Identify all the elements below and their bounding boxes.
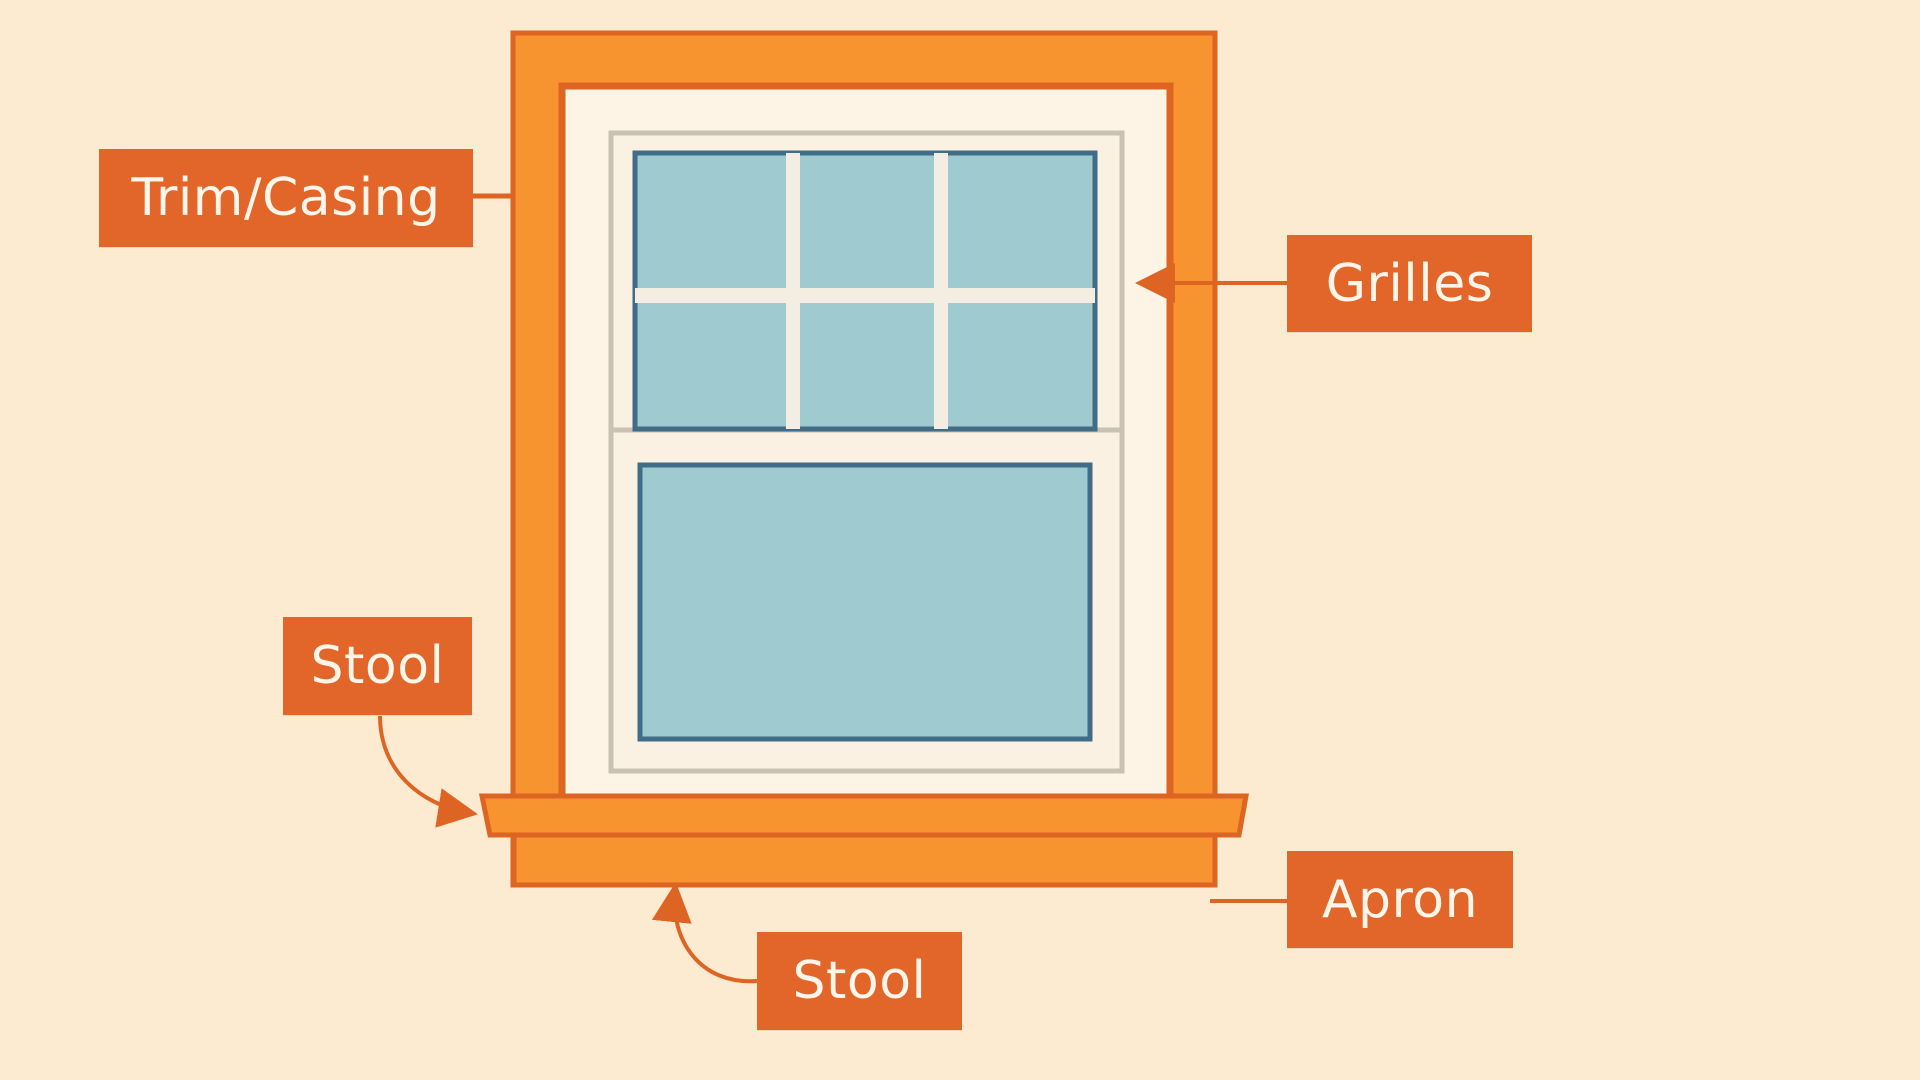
grilles-label: Grilles	[1287, 235, 1532, 332]
grilles	[635, 153, 1095, 429]
lower-glass-pane	[637, 462, 1093, 742]
stool-bottom-leader-arrow	[651, 882, 758, 984]
trim-casing-label: Trim/Casing	[99, 149, 473, 247]
apron-label: Apron	[1287, 851, 1513, 948]
stool-label-bottom: Stool	[757, 932, 962, 1030]
stool-shelf	[478, 793, 1249, 838]
apron-board	[511, 832, 1218, 888]
stool-label-left: Stool	[283, 617, 472, 715]
grille-horizontal	[635, 288, 1095, 303]
stool-left-leader-arrow	[378, 715, 478, 828]
